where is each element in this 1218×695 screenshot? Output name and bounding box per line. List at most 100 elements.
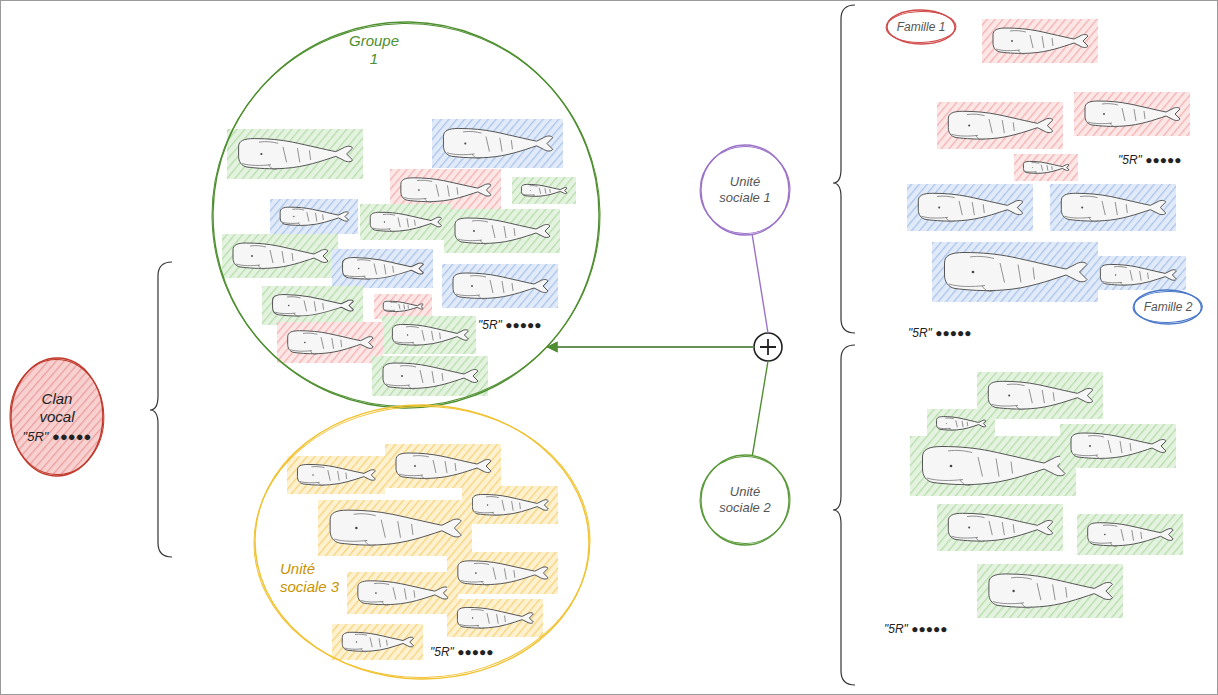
hatch-panel <box>932 242 1098 302</box>
whale <box>918 193 1023 221</box>
ellipse-node: Clan vocal "5R" ●●●●● <box>10 358 104 476</box>
whale <box>453 273 548 299</box>
whale <box>343 258 424 280</box>
brace <box>833 5 855 333</box>
whale <box>521 184 567 196</box>
whale <box>273 295 354 317</box>
ellipse-outline <box>1134 289 1202 324</box>
whale <box>458 561 548 585</box>
hatch-panel <box>937 102 1063 149</box>
hatch-panel <box>1060 424 1176 468</box>
node-label: Famille 1 <box>897 20 946 34</box>
ellipse-outline <box>886 11 957 43</box>
hatch-panel <box>982 19 1098 63</box>
whale <box>993 28 1088 54</box>
ellipse-node: Unité sociale 1 <box>700 145 790 235</box>
ellipse-outline <box>9 359 105 476</box>
whale <box>989 574 1113 608</box>
hatch-panel <box>432 119 563 168</box>
ellipse-outline <box>212 22 600 408</box>
call-label: "5R" ●●●●● <box>1118 153 1181 167</box>
hatch-panel <box>270 199 358 234</box>
ellipse-outline <box>1133 291 1203 323</box>
hatch-panel <box>910 436 1076 496</box>
hatch-panel <box>1090 256 1186 290</box>
whale <box>1071 433 1166 459</box>
hatch-panel <box>977 564 1123 618</box>
hatch-panel <box>227 129 363 179</box>
call-label: "5R" ●●●●● <box>884 622 947 636</box>
ellipse-node: Unité sociale 3 "5R" ●●●●● <box>254 405 590 679</box>
hatch-panel <box>512 177 576 204</box>
ellipse-outline <box>253 402 592 682</box>
hatch-panel <box>332 624 423 660</box>
hatch-panel <box>222 234 338 278</box>
whale <box>392 324 468 345</box>
hatch-panel <box>332 249 433 288</box>
hatch-panel <box>287 456 385 494</box>
hatch-panel <box>385 444 501 488</box>
whale <box>455 218 550 244</box>
ellipse-outline <box>10 357 104 477</box>
hatch-panel <box>360 204 451 240</box>
brace <box>150 262 172 557</box>
hatch-panel <box>907 184 1033 231</box>
ellipse-outline <box>699 456 791 545</box>
ellipse-outline <box>699 146 791 235</box>
node-label: Unité sociale 3 <box>280 560 352 596</box>
whale <box>383 363 478 389</box>
node-label: Famille 2 <box>1144 300 1193 314</box>
ellipse-outline <box>209 20 604 410</box>
arrow-connector <box>548 347 768 456</box>
whale <box>330 510 461 546</box>
whale <box>280 207 348 226</box>
ellipse-node: Famille 1 <box>886 10 956 44</box>
hatch-panel <box>462 486 558 524</box>
hatch-panel <box>372 356 488 396</box>
node-label: "5R" ●●●●● <box>23 429 92 445</box>
ellipse-outline <box>700 144 790 236</box>
hatch-panel <box>444 209 560 253</box>
whale <box>937 417 986 431</box>
hatch-panel <box>318 500 472 556</box>
hatch-panel <box>1014 154 1078 181</box>
whale <box>472 494 548 515</box>
whale <box>370 212 441 232</box>
whale <box>945 253 1088 292</box>
whale <box>988 381 1093 409</box>
whale <box>948 513 1053 541</box>
whale <box>1061 193 1166 221</box>
hatch-panel <box>447 599 543 637</box>
node-label: Clan vocal <box>27 390 87 426</box>
ellipse-outline <box>700 454 790 546</box>
hatch-panel <box>1050 184 1176 231</box>
whale <box>1100 264 1176 285</box>
node-label: "5R" ●●●●● <box>430 645 493 659</box>
whale <box>288 331 374 355</box>
whale <box>233 243 328 269</box>
whale <box>401 178 491 202</box>
node-label: Groupe 1 <box>346 32 402 68</box>
plus-symbol <box>754 333 782 361</box>
ellipse-outline <box>254 405 590 679</box>
hatch-panel <box>374 294 432 319</box>
whale <box>342 632 413 652</box>
hatch-panel <box>1077 514 1183 555</box>
hatch-panel <box>1074 92 1190 136</box>
ellipse-outline <box>252 404 593 681</box>
whale <box>396 453 491 479</box>
node-label: Unité sociale 2 <box>713 484 777 515</box>
hatch-panel <box>277 322 383 363</box>
whale <box>297 464 375 485</box>
hatch-panel <box>447 552 558 594</box>
hatch-panel <box>442 264 558 308</box>
whale <box>383 301 423 312</box>
whale <box>1088 523 1174 547</box>
node-label: "5R" ●●●●● <box>478 318 541 332</box>
ellipse-node: Famille 2 <box>1133 290 1202 324</box>
hatch-panel <box>937 504 1063 551</box>
ellipse-outline <box>887 9 956 44</box>
whale <box>1023 161 1069 173</box>
whale <box>1085 101 1180 127</box>
